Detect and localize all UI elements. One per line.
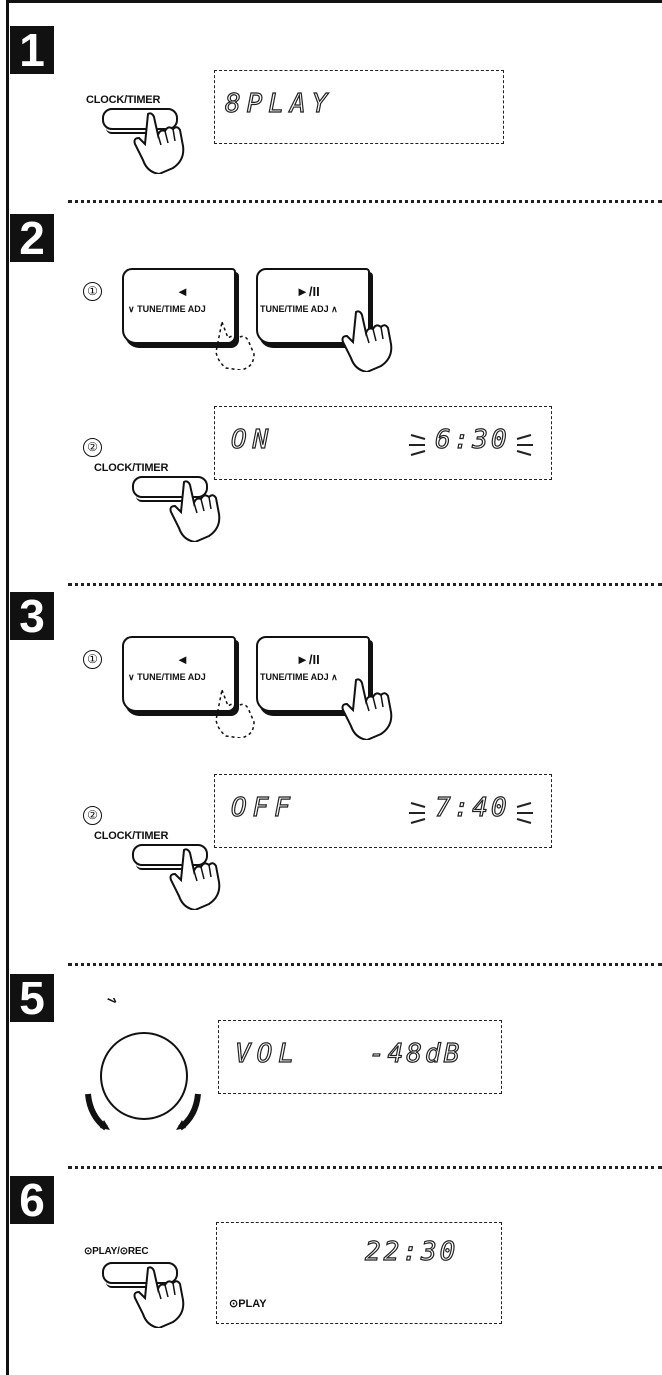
step-2: 2 ① ◄ ∨ TUNE/TIME ADJ ►/II TUNE/TIME ADJ… (0, 210, 662, 580)
lcd-display: OFF 7:40 (214, 774, 552, 848)
tune-time-adj-down-button[interactable]: ◄ ∨ TUNE/TIME ADJ (122, 268, 236, 344)
step-number-badge: 3 (10, 592, 54, 640)
lcd-display: 22:30 ⊙PLAY (216, 1222, 502, 1324)
rewind-arrow-icon: ◄ (176, 284, 189, 299)
blink-rays-icon (409, 802, 533, 824)
substep-1-marker: ① (83, 282, 102, 301)
button-body (256, 636, 370, 712)
step-number-badge: 1 (10, 26, 54, 74)
clock-timer-label: CLOCK/TIMER (94, 462, 169, 474)
pressing-hand-icon (133, 112, 185, 174)
step-number-badge: 2 (10, 214, 54, 262)
tune-time-adj-label: ∨ TUNE/TIME ADJ (128, 672, 206, 682)
lcd-text: 8PLAY (224, 88, 334, 119)
step-number-badge: 6 (10, 1176, 54, 1224)
pressing-hand-icon (341, 310, 393, 372)
pressing-hand-icon (169, 848, 221, 910)
timer-play-indicator: ⊙PLAY (229, 1298, 267, 1310)
volume-label: VOLUME (105, 998, 160, 1007)
lcd-time-text: 6:30 (434, 424, 510, 455)
lcd-mode-text: VOL (234, 1038, 300, 1069)
pressing-hand-icon (341, 678, 393, 740)
svg-text:VOLUME: VOLUME (105, 998, 160, 1007)
dotted-separator (68, 583, 662, 586)
dotted-separator (68, 200, 662, 203)
substep-2-marker: ② (83, 438, 102, 457)
step-number-badge: 5 (10, 974, 54, 1022)
rotate-arrows-icon (85, 1093, 201, 1131)
play-pause-tune-up-button[interactable]: ►/II TUNE/TIME ADJ ∧ (256, 636, 370, 712)
tune-time-adj-down-button[interactable]: ◄ ∨ TUNE/TIME ADJ (122, 636, 236, 712)
clock-timer-button[interactable] (102, 108, 178, 134)
dotted-separator (68, 963, 662, 966)
dashed-hand-icon (215, 688, 255, 738)
dashed-hand-icon (215, 320, 255, 370)
tune-time-adj-label: TUNE/TIME ADJ ∧ (260, 304, 338, 314)
play-pause-icon: ►/II (296, 652, 320, 667)
clock-timer-label: CLOCK/TIMER (94, 830, 169, 842)
substep-2-marker: ② (83, 806, 102, 825)
page-left-border (6, 0, 9, 1375)
step-6: 6 ⊙PLAY/⊙REC 22:30 ⊙PLAY (0, 1172, 662, 1375)
rewind-arrow-icon: ◄ (176, 652, 189, 667)
volume-label-arc: VOLUME (105, 998, 160, 1007)
play-pause-tune-up-button[interactable]: ►/II TUNE/TIME ADJ ∧ (256, 268, 370, 344)
play-rec-label: ⊙PLAY/⊙REC (84, 1246, 149, 1257)
lcd-mode-text: ON (230, 424, 275, 455)
lcd-level-text: -48dB (368, 1038, 463, 1069)
timer-play-rec-button[interactable] (102, 1262, 178, 1288)
pressing-hand-icon (133, 1266, 185, 1328)
lcd-time-text: 7:40 (434, 792, 510, 823)
tune-time-adj-label: ∨ TUNE/TIME ADJ (128, 304, 206, 314)
lcd-time-text: 22:30 (364, 1236, 459, 1267)
pressing-hand-icon (169, 480, 221, 542)
clock-timer-label: CLOCK/TIMER (86, 94, 161, 106)
substep-1-marker: ① (83, 650, 102, 669)
lcd-display: ON 6:30 (214, 406, 552, 480)
step-5: 5 VOLUME VOL -48dB (0, 970, 662, 1170)
lcd-display: 8PLAY (214, 70, 504, 144)
button-body (256, 268, 370, 344)
blink-rays-icon (409, 434, 533, 456)
play-pause-icon: ►/II (296, 284, 320, 299)
button-body (122, 268, 236, 344)
step-3: 3 ① ◄ ∨ TUNE/TIME ADJ ►/II TUNE/TIME ADJ… (0, 590, 662, 960)
button-body (122, 636, 236, 712)
page-top-border (6, 0, 662, 3)
volume-knob[interactable] (100, 1032, 188, 1120)
dotted-separator (68, 1166, 662, 1169)
tune-time-adj-label: TUNE/TIME ADJ ∧ (260, 672, 338, 682)
lcd-mode-text: OFF (230, 792, 296, 823)
step-1: 1 CLOCK/TIMER 8PLAY (0, 0, 662, 190)
lcd-display: VOL -48dB (218, 1020, 502, 1094)
